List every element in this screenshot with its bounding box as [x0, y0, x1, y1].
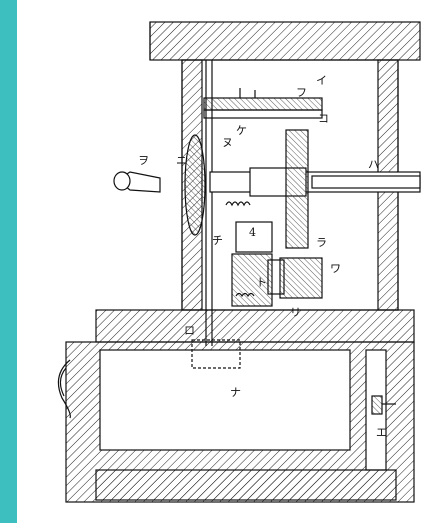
side-knob — [57, 359, 71, 419]
toothed-wheel — [285, 129, 309, 249]
mechanism-block — [235, 221, 273, 253]
label-to: ト — [256, 276, 267, 289]
label-ha: ハ — [368, 158, 379, 171]
label-chi: チ — [212, 234, 223, 247]
spring — [225, 201, 251, 207]
dashed-box — [191, 339, 241, 369]
lower-box-inner — [99, 349, 351, 451]
label-ro: ロ — [184, 324, 195, 337]
label-nu: ヌ — [222, 136, 233, 149]
label-na: ナ — [230, 386, 241, 399]
label-i: イ — [316, 74, 327, 87]
label-ra: ラ — [316, 236, 327, 249]
label-ni: ニ — [176, 154, 187, 167]
base-plate — [95, 309, 415, 343]
top-cap — [149, 21, 421, 61]
label-ke: ケ — [236, 124, 247, 137]
label-ko: コ — [318, 112, 329, 125]
top-gear-strip — [203, 97, 323, 111]
label-e: エ — [376, 426, 387, 439]
label-wa: ワ — [330, 262, 341, 275]
label-num4: 4 — [249, 226, 256, 239]
side-part — [371, 395, 383, 415]
label-ri: リ — [290, 306, 301, 319]
label-fu: フ — [296, 86, 307, 99]
bottom-foot — [95, 469, 397, 501]
label-wo: ヲ — [138, 154, 149, 167]
drum — [279, 257, 323, 299]
dial-disk — [184, 134, 206, 236]
